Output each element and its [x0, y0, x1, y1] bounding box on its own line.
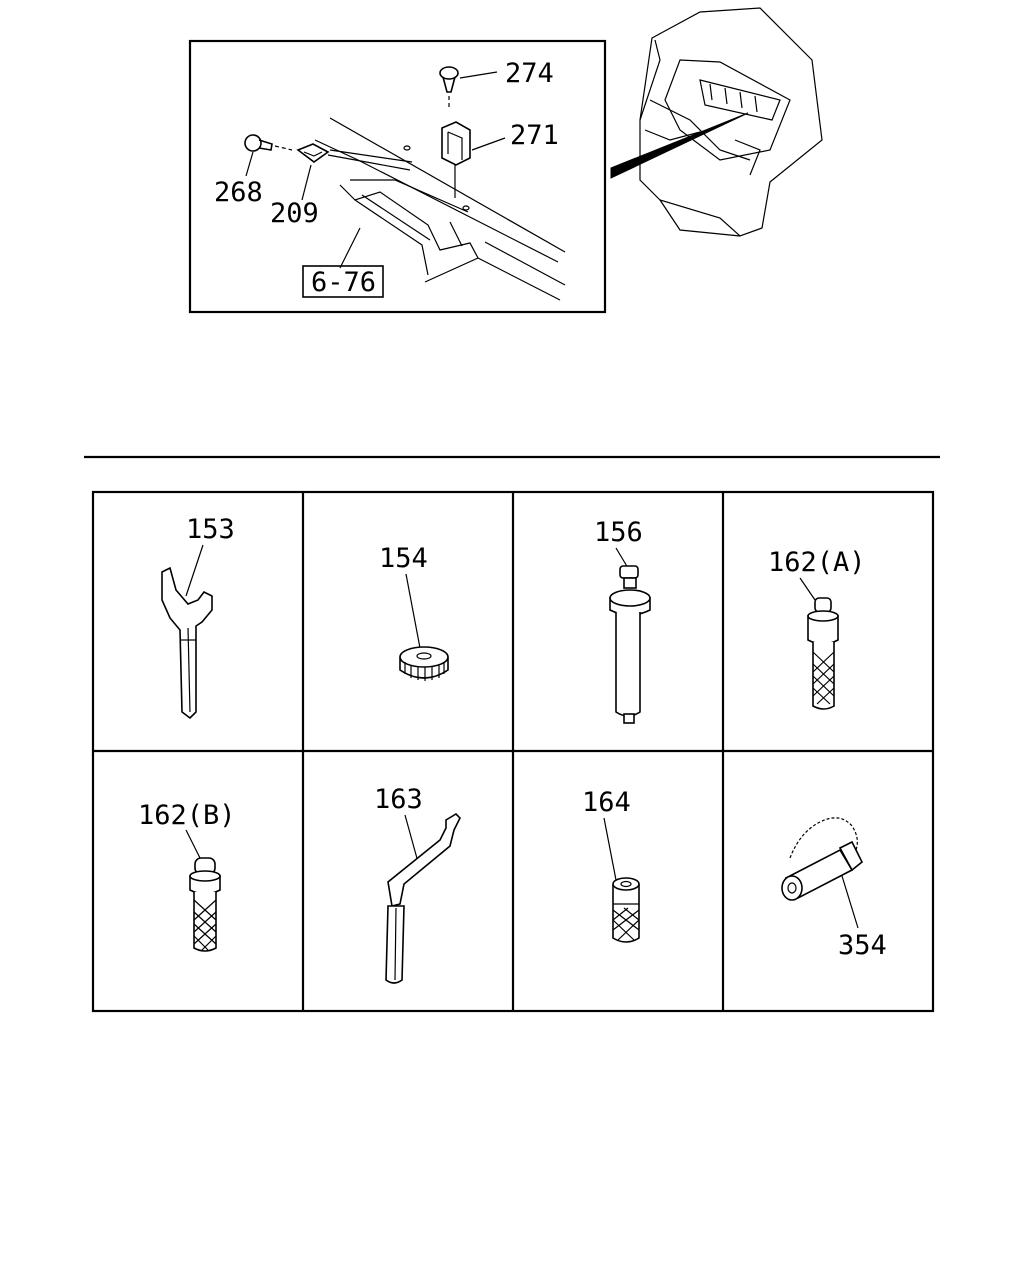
- callout-162b: 162(B): [138, 800, 236, 831]
- pointer-wedge: [610, 112, 749, 179]
- bent-bar-icon: [385, 812, 461, 984]
- callout-354: 354: [838, 930, 887, 961]
- bracket-271-icon: [441, 121, 471, 198]
- bolt-268-icon: [244, 134, 293, 152]
- callout-153: 153: [186, 514, 235, 545]
- cell-164: 164: [582, 787, 640, 943]
- callout-162a: 162(A): [768, 547, 866, 578]
- knob-cap-icon: [399, 646, 449, 681]
- cell-153: 153: [161, 514, 235, 720]
- cell-162b: 162(B): [138, 800, 236, 952]
- inset-frame: [188, 39, 607, 314]
- knurled-socket-icon: [612, 877, 640, 943]
- truck-cab-icon: [639, 7, 823, 237]
- tool-kit-grid: [91, 490, 935, 1013]
- leader-6-76: [339, 227, 361, 269]
- cell-162a: 162(A): [768, 547, 866, 710]
- cell-154: 154: [379, 543, 449, 681]
- callout-154: 154: [379, 543, 428, 574]
- inset-detail: 274 271 268 209 6-76: [188, 39, 607, 314]
- injector-tool-icon: [609, 565, 651, 724]
- wrench-icon: [161, 566, 213, 720]
- callout-268: 268: [214, 177, 263, 208]
- panel-structure-icon: [314, 117, 566, 301]
- callout-6-76: 6-76: [311, 267, 376, 298]
- callout-271: 271: [510, 120, 559, 151]
- callout-209: 209: [270, 198, 319, 229]
- leader-274: [459, 71, 498, 79]
- chained-plug-icon: [781, 817, 864, 901]
- callout-156: 156: [594, 517, 643, 548]
- leader-271: [471, 137, 506, 151]
- socket-adapter-b-icon: [189, 857, 221, 952]
- cell-163: 163: [374, 784, 461, 984]
- leader-209: [301, 164, 312, 201]
- callout-164: 164: [582, 787, 631, 818]
- socket-adapter-a-icon: [807, 597, 839, 710]
- reference-box: [302, 265, 384, 298]
- cell-156: 156: [594, 517, 651, 724]
- clip-209-icon: [296, 143, 413, 171]
- callout-274: 274: [505, 58, 554, 89]
- cell-354: 354: [781, 817, 887, 961]
- screw-274-icon: [439, 66, 459, 110]
- callout-163: 163: [374, 784, 423, 815]
- leader-268: [245, 151, 254, 177]
